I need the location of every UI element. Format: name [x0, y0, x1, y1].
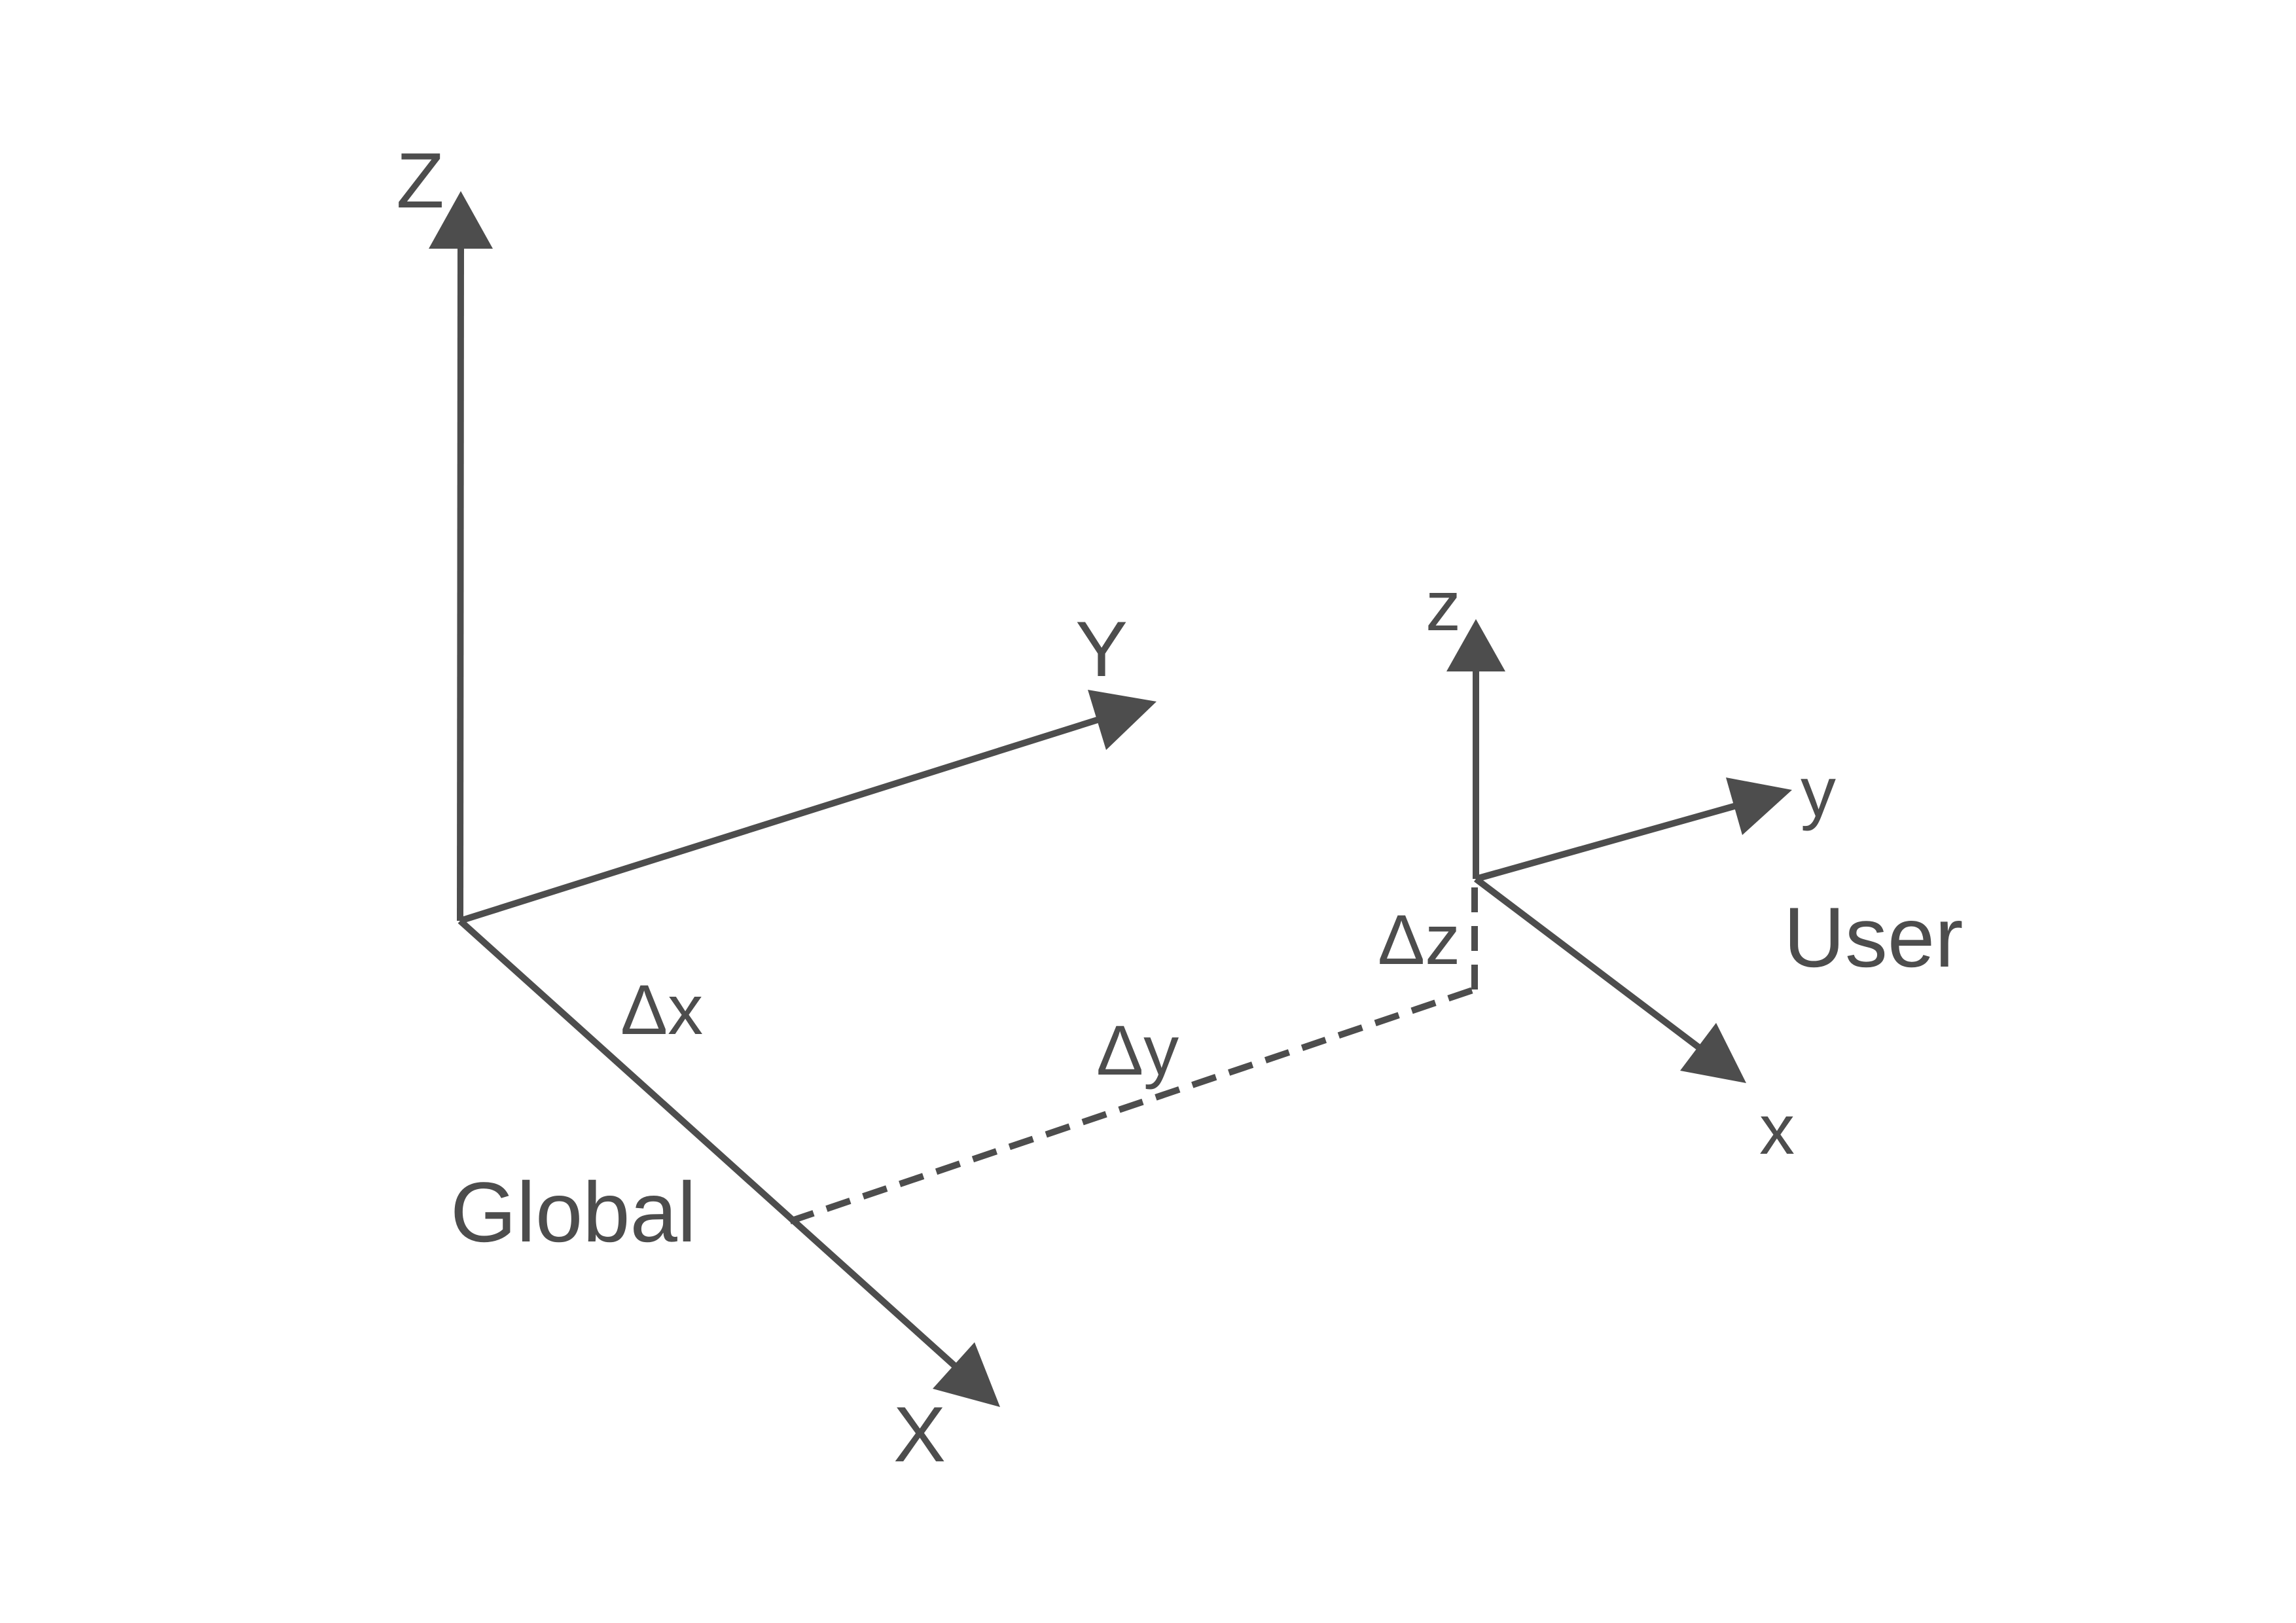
- user-frame-title: User: [1784, 889, 1963, 985]
- user-y-axis: [1475, 802, 1738, 882]
- global-frame-title: Global: [450, 1164, 696, 1260]
- global-z-axis-label: Z: [396, 137, 444, 224]
- delta-y-label: Δy: [1096, 1010, 1179, 1090]
- user-y-axis-arrowhead-icon: [1726, 777, 1792, 835]
- global-frame: Z Y X Global: [396, 137, 1157, 1478]
- global-y-axis: [459, 716, 1101, 924]
- user-x-axis-label: x: [1759, 1090, 1795, 1169]
- user-x-axis-arrowhead-icon: [1680, 1023, 1746, 1083]
- offset-path: Δx Δy Δz: [620, 887, 1478, 1224]
- global-y-axis-label: Y: [1075, 605, 1128, 693]
- global-x-axis-arrowhead-icon: [933, 1342, 1000, 1407]
- user-z-axis-label: z: [1426, 566, 1461, 645]
- global-x-axis-label: X: [893, 1391, 946, 1478]
- user-y-axis-label: y: [1801, 752, 1836, 831]
- user-frame: z y x User: [1426, 566, 1963, 1169]
- global-x-axis: [457, 918, 960, 1370]
- global-z-axis-arrowhead-icon: [429, 191, 493, 249]
- user-x-axis: [1473, 876, 1704, 1052]
- delta-y-dashed-line: [789, 986, 1476, 1224]
- delta-z-label: Δz: [1378, 900, 1460, 979]
- user-z-axis-arrowhead-icon: [1446, 619, 1505, 671]
- delta-x-label: Δx: [620, 970, 703, 1049]
- global-y-axis-arrowhead-icon: [1088, 690, 1157, 750]
- global-z-axis: [457, 243, 464, 921]
